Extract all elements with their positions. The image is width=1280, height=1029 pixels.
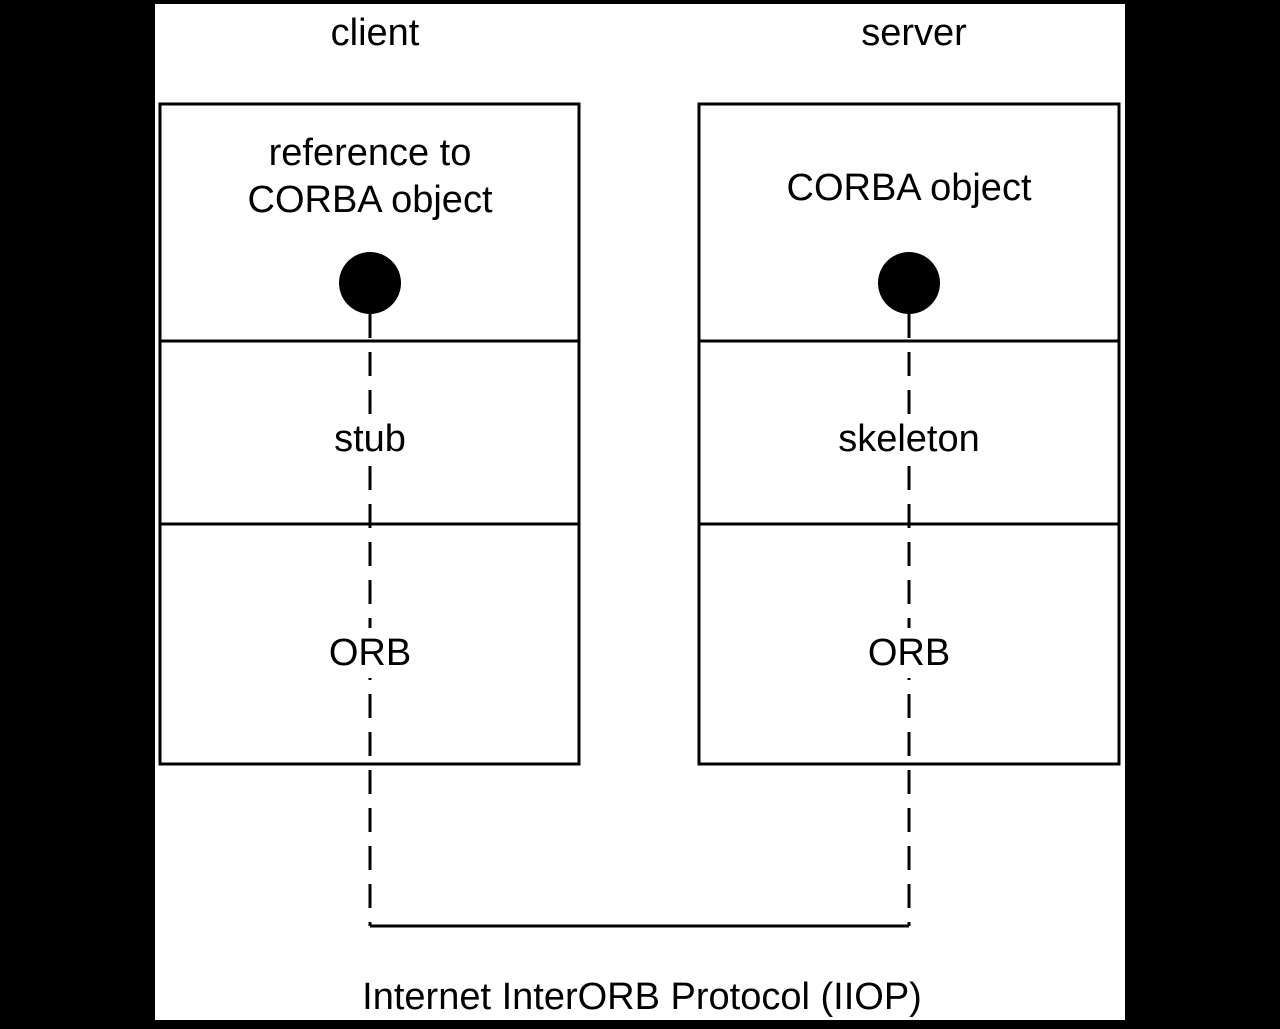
client-top-label-line1: reference to bbox=[269, 132, 472, 174]
iiop-connection bbox=[368, 314, 911, 926]
server-orb-label: ORB bbox=[868, 632, 950, 674]
server-heading: server bbox=[861, 12, 967, 54]
client-orb-label: ORB bbox=[329, 632, 411, 674]
server-skeleton-label: skeleton bbox=[838, 418, 980, 460]
client-stub-label: stub bbox=[334, 418, 406, 460]
server-object-dot bbox=[878, 252, 940, 314]
server-orb-label-bg bbox=[861, 628, 957, 678]
diagram-panel bbox=[155, 4, 1125, 1020]
client-stack-frame bbox=[158, 102, 581, 766]
protocol-caption: Internet InterORB Protocol (IIOP) bbox=[362, 976, 922, 1018]
client-stub-label-bg bbox=[328, 414, 412, 464]
server-top-label: CORBA object bbox=[787, 167, 1032, 209]
client-orb-label-bg bbox=[322, 628, 418, 678]
client-top-label-line2: CORBA object bbox=[248, 179, 493, 221]
client-object-reference-dot bbox=[339, 252, 401, 314]
client-heading: client bbox=[331, 12, 420, 54]
server-skeleton-label-bg bbox=[830, 414, 988, 464]
server-stack-frame bbox=[697, 102, 1121, 766]
